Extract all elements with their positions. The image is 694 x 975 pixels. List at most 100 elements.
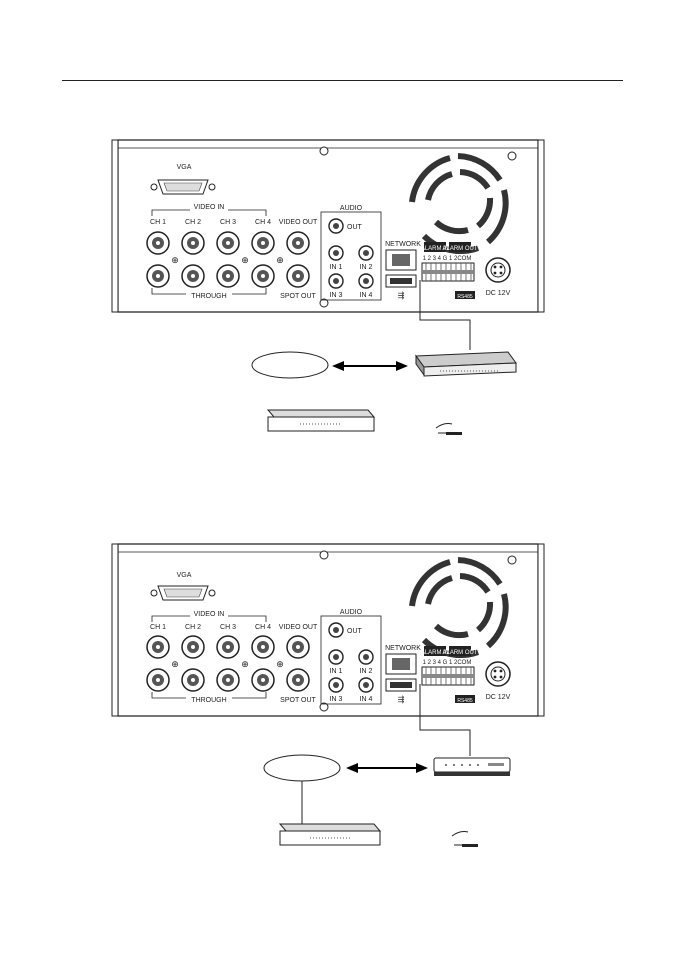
bnc-connector-icon bbox=[251, 264, 275, 288]
svg-text:⊕: ⊕ bbox=[171, 255, 179, 265]
screw-icon bbox=[507, 555, 517, 565]
cable-plug-icon bbox=[451, 831, 478, 847]
video-in-label: VIDEO IN bbox=[194, 204, 225, 211]
video-out-label: VIDEO OUT bbox=[279, 219, 318, 226]
ch1-label: CH 1 bbox=[150, 219, 166, 226]
bnc-connector-icon bbox=[181, 231, 205, 255]
bnc-connector-icon bbox=[286, 264, 310, 288]
audio-in4-label: IN 4 bbox=[360, 292, 373, 299]
rca-jack-icon bbox=[358, 649, 374, 665]
svg-text:⊕: ⊕ bbox=[276, 255, 284, 265]
bnc-connector-icon bbox=[251, 231, 275, 255]
bnc-connector-icon bbox=[216, 231, 240, 255]
cable-plug-icon bbox=[435, 423, 462, 435]
network-cable bbox=[419, 280, 471, 350]
ch1-label: CH 1 bbox=[150, 624, 166, 631]
usb-port-icon bbox=[385, 274, 417, 288]
dc-12v-label: DC 12V bbox=[486, 694, 511, 701]
network-cloud bbox=[263, 754, 341, 782]
audio-in2-label: IN 2 bbox=[360, 264, 373, 271]
alarm-out-label: ALARM OUT bbox=[442, 650, 477, 656]
rca-jack-icon bbox=[358, 245, 374, 261]
audio-in4-label: IN 4 bbox=[360, 696, 373, 703]
audio-label: AUDIO bbox=[340, 609, 363, 616]
vga-label: VGA bbox=[177, 572, 192, 579]
audio-out-label: OUT bbox=[347, 628, 363, 635]
spot-out-label: SPOT OUT bbox=[280, 697, 316, 704]
rs485-label: RS485 bbox=[457, 294, 473, 300]
terminal-numbers-label: 1 2 3 4 G 1 2COM bbox=[423, 660, 472, 666]
bnc-connector-icon bbox=[181, 668, 205, 692]
screw-icon bbox=[319, 146, 329, 156]
rca-jack-icon bbox=[328, 622, 344, 638]
svg-text:⇶: ⇶ bbox=[398, 291, 405, 300]
network-label: NETWORK bbox=[385, 645, 421, 652]
dc-12v-label: DC 12V bbox=[486, 290, 511, 297]
video-out-label: VIDEO OUT bbox=[279, 624, 318, 631]
ch4-label: CH 4 bbox=[255, 219, 271, 226]
connection-diagram-1: VGA VIDEO IN CH 1 CH 2 CH 3 CH 4 VIDEO O… bbox=[111, 139, 545, 435]
usb-port-icon bbox=[385, 678, 417, 692]
ch2-label: CH 2 bbox=[185, 219, 201, 226]
vga-port-icon bbox=[150, 179, 216, 195]
alarm-in-label: ALARM IN bbox=[421, 650, 449, 656]
dc-power-jack-icon bbox=[485, 661, 511, 687]
screw-icon bbox=[507, 151, 517, 161]
ch2-label: CH 2 bbox=[185, 624, 201, 631]
ch3-label: CH 3 bbox=[220, 624, 236, 631]
audio-in3-label: IN 3 bbox=[330, 292, 343, 299]
connection-diagram-2: VGA VIDEO IN CH 1 CH 2 CH 3 CH 4 VIDEO O… bbox=[111, 543, 545, 847]
bnc-connector-icon bbox=[216, 635, 240, 659]
svg-text:⊕: ⊕ bbox=[241, 255, 249, 265]
audio-in3-label: IN 3 bbox=[330, 696, 343, 703]
svg-text:⊕: ⊕ bbox=[241, 659, 249, 669]
switch-hub-icon bbox=[278, 823, 382, 846]
rs485-label: RS485 bbox=[457, 698, 473, 704]
fan-grille-icon bbox=[409, 153, 509, 255]
rca-jack-icon bbox=[328, 273, 344, 289]
screw-icon bbox=[319, 702, 329, 712]
switch-hub-icon bbox=[266, 409, 376, 432]
audio-in1-label: IN 1 bbox=[330, 668, 343, 675]
bnc-connector-icon bbox=[251, 635, 275, 659]
rca-jack-icon bbox=[328, 218, 344, 234]
bnc-connector-icon bbox=[146, 635, 170, 659]
rca-jack-icon bbox=[328, 677, 344, 693]
bnc-connector-icon bbox=[286, 635, 310, 659]
svg-text:⊕: ⊕ bbox=[276, 659, 284, 669]
bidirectional-arrow-icon bbox=[332, 361, 408, 371]
audio-out-label: OUT bbox=[347, 224, 363, 231]
dc-power-jack-icon bbox=[485, 257, 511, 283]
bnc-connector-icon bbox=[216, 264, 240, 288]
router-icon bbox=[415, 351, 517, 377]
terminal-numbers-label: 1 2 3 4 G 1 2COM bbox=[423, 256, 472, 262]
alarm-terminal-block-icon bbox=[421, 666, 475, 686]
svg-text:⇶: ⇶ bbox=[398, 695, 405, 704]
vga-port-icon bbox=[150, 585, 216, 601]
network-cloud bbox=[251, 351, 329, 379]
video-in-label: VIDEO IN bbox=[194, 611, 225, 618]
rca-jack-icon bbox=[328, 649, 344, 665]
screw-icon bbox=[319, 298, 329, 308]
alarm-out-label: ALARM OUT bbox=[442, 246, 477, 252]
modem-icon bbox=[433, 757, 511, 776]
rca-jack-icon bbox=[328, 245, 344, 261]
spot-out-label: SPOT OUT bbox=[280, 293, 316, 300]
page-header-rule bbox=[62, 80, 623, 81]
ethernet-port-icon bbox=[385, 653, 417, 675]
screw-icon bbox=[319, 550, 329, 560]
bnc-connector-icon bbox=[181, 264, 205, 288]
vga-label: VGA bbox=[177, 164, 192, 171]
network-cable bbox=[419, 684, 471, 756]
dvr-rear-panel: VGA VIDEO IN CH 1 CH 2 CH 3 CH 4 VIDEO O… bbox=[111, 543, 545, 717]
alarm-terminal-block-icon bbox=[421, 262, 475, 282]
rca-jack-icon bbox=[358, 273, 374, 289]
alarm-in-label: ALARM IN bbox=[421, 246, 449, 252]
audio-label: AUDIO bbox=[340, 205, 363, 212]
audio-in1-label: IN 1 bbox=[330, 264, 343, 271]
through-label: THROUGH bbox=[191, 293, 226, 300]
bnc-connector-icon bbox=[216, 668, 240, 692]
ch4-label: CH 4 bbox=[255, 624, 271, 631]
bnc-connector-icon bbox=[146, 668, 170, 692]
bnc-connector-icon bbox=[146, 231, 170, 255]
